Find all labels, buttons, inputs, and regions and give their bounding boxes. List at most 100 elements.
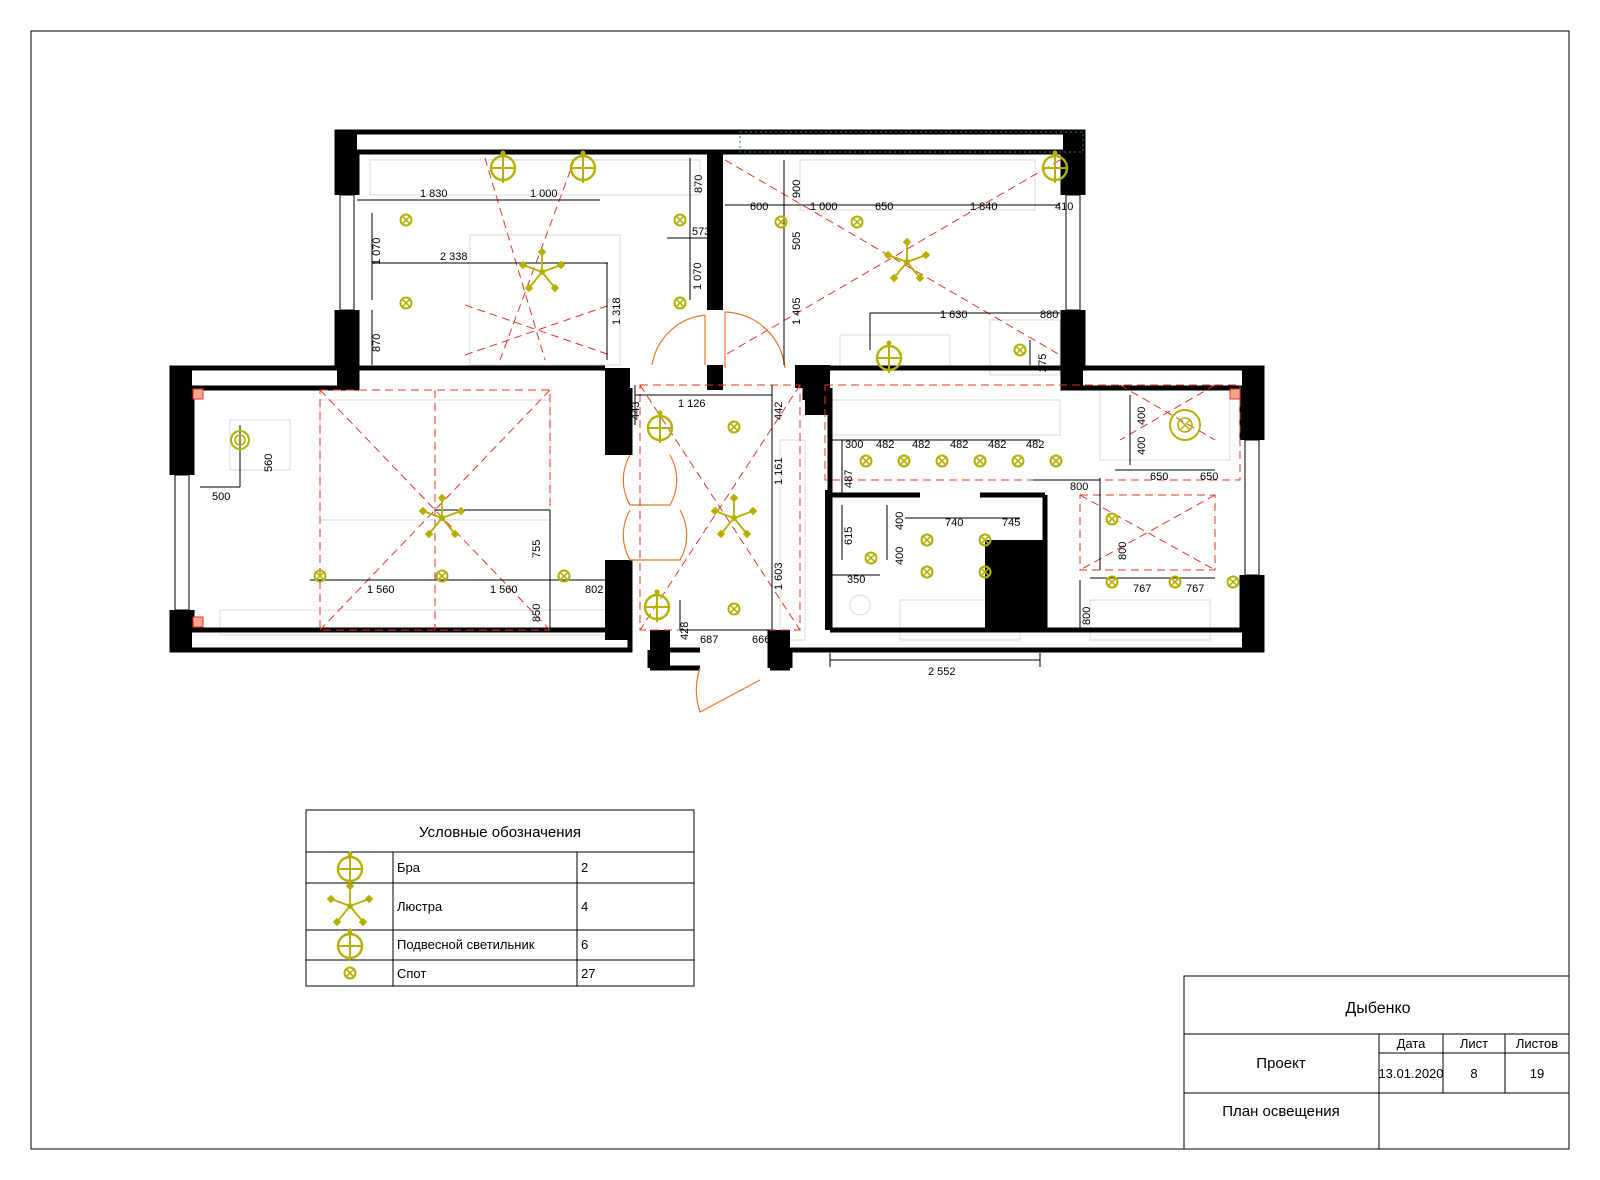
sheet-frame: [30, 30, 1570, 1150]
sheets-header: Листов: [1516, 1036, 1558, 1051]
dim-label: 666: [752, 634, 770, 646]
dim-label: 600: [750, 201, 768, 213]
dim-label: 850: [531, 604, 543, 622]
dim-label: 880: [1040, 309, 1058, 321]
dim-label: 767: [1186, 583, 1204, 595]
wall-fills: [172, 132, 1262, 668]
dim-label: 745: [1002, 517, 1020, 529]
sheets-value: 19: [1530, 1066, 1544, 1081]
pendant-light-icon: [569, 149, 597, 185]
dim-label: 400: [894, 547, 906, 565]
dim-label: 1 126: [678, 398, 706, 410]
legend-row-name: Бра: [397, 860, 421, 875]
pendant-light-icon: [336, 927, 364, 963]
pendant-light-icon: [643, 588, 671, 624]
balcony-strip: [739, 131, 1084, 153]
spot-light-icon: [399, 213, 413, 227]
wall-sconce-icon: [1169, 409, 1201, 441]
dim-label: 560: [263, 454, 275, 472]
dim-label: 1 000: [530, 188, 558, 200]
spot-light-icon: [727, 420, 741, 434]
dim-label: 870: [371, 334, 383, 352]
dim-label: 2 338: [440, 251, 468, 263]
legend-row-count: 2: [581, 860, 588, 875]
dim-label: 505: [791, 232, 803, 250]
dim-label: 1 560: [490, 584, 518, 596]
project-label: Проект: [1256, 1055, 1306, 1072]
dim-label: 400: [894, 512, 906, 530]
corner-markers: [192, 388, 1241, 628]
spot-light-icon: [673, 213, 687, 227]
dim-label: 900: [791, 180, 803, 198]
dim-label: 1 161: [773, 457, 785, 485]
spot-light-icon: [859, 454, 873, 468]
legend-row-count: 6: [581, 937, 588, 952]
legend-row-count: 4: [581, 899, 588, 914]
author-name: Дыбенко: [1345, 1000, 1410, 1017]
dim-label: 1 630: [940, 309, 968, 321]
spot-light-icon: [343, 966, 357, 980]
spot-light-icon: [1049, 454, 1063, 468]
dimension-labels: 1 830 1 000 870 573 1 070 2 338 1 318 1 …: [212, 175, 1218, 678]
dim-label: 650: [875, 201, 893, 213]
wall-sconce-icon: [336, 850, 364, 886]
dim-label: 1 830: [420, 188, 448, 200]
spot-light-icon: [673, 296, 687, 310]
dim-label: 1 603: [773, 562, 785, 590]
floor-plan: 1 830 1 000 870 573 1 070 2 338 1 318 1 …: [169, 129, 1265, 713]
chandelier-icon: [417, 492, 467, 540]
chandelier-icon: [709, 492, 759, 540]
dimension-lines: [200, 158, 1215, 667]
dim-label: 400: [1136, 407, 1148, 425]
spot-light-icon: [1105, 512, 1119, 526]
spot-light-icon: [897, 454, 911, 468]
spot-light-icon: [1011, 454, 1025, 468]
dim-label: 428: [679, 622, 691, 640]
dim-label: 615: [843, 527, 855, 545]
dim-label: 802: [585, 584, 603, 596]
title-block: Дыбенко Проект Дата Лист Листов 13.01.20…: [1183, 975, 1570, 1150]
dim-label: 687: [700, 634, 718, 646]
spot-light-icon: [1226, 575, 1240, 589]
dim-label: 800: [1081, 607, 1093, 625]
dim-label: 800: [1070, 481, 1088, 493]
spot-light-icon: [774, 215, 788, 229]
dim-label: 1 070: [371, 237, 383, 265]
dim-label: 800: [1117, 542, 1129, 560]
dim-label: 650: [1150, 471, 1168, 483]
wall-sconce-icon: [230, 430, 250, 450]
dim-label: 443: [630, 402, 642, 420]
dim-label: 350: [847, 574, 865, 586]
spot-light-icon: [920, 565, 934, 579]
dim-label: 740: [945, 517, 963, 529]
windows: [174, 194, 1260, 611]
drawing-title: План освещения: [1222, 1103, 1340, 1120]
dim-label: 275: [1037, 354, 1049, 372]
spot-light-icon: [1013, 343, 1027, 357]
dim-label: 482: [950, 439, 968, 451]
sheet-value: 8: [1470, 1066, 1477, 1081]
doors: [622, 311, 786, 713]
dim-label: 482: [1026, 439, 1044, 451]
dim-label: 400: [1136, 437, 1148, 455]
chandelier-icon: [325, 880, 375, 928]
spot-light-icon: [935, 454, 949, 468]
legend-row-name: Подвесной светильник: [397, 937, 535, 952]
spot-light-icon: [399, 296, 413, 310]
chandelier-icon: [882, 236, 932, 284]
legend-row-name: Люстра: [397, 899, 443, 914]
date-header: Дата: [1397, 1036, 1427, 1051]
spot-light-icon: [850, 215, 864, 229]
dim-label: 1 560: [367, 584, 395, 596]
dim-label: 767: [1133, 583, 1151, 595]
dim-label: 650: [1200, 471, 1218, 483]
dim-label: 1 405: [791, 297, 803, 325]
spot-light-icon: [864, 551, 878, 565]
pendant-light-icon: [489, 149, 517, 185]
spot-light-icon: [727, 602, 741, 616]
dim-label: 1 318: [611, 297, 623, 325]
spot-light-icon: [920, 533, 934, 547]
fixtures: [230, 149, 1240, 624]
dim-label: 755: [531, 540, 543, 558]
legend-row-count: 27: [581, 966, 595, 981]
